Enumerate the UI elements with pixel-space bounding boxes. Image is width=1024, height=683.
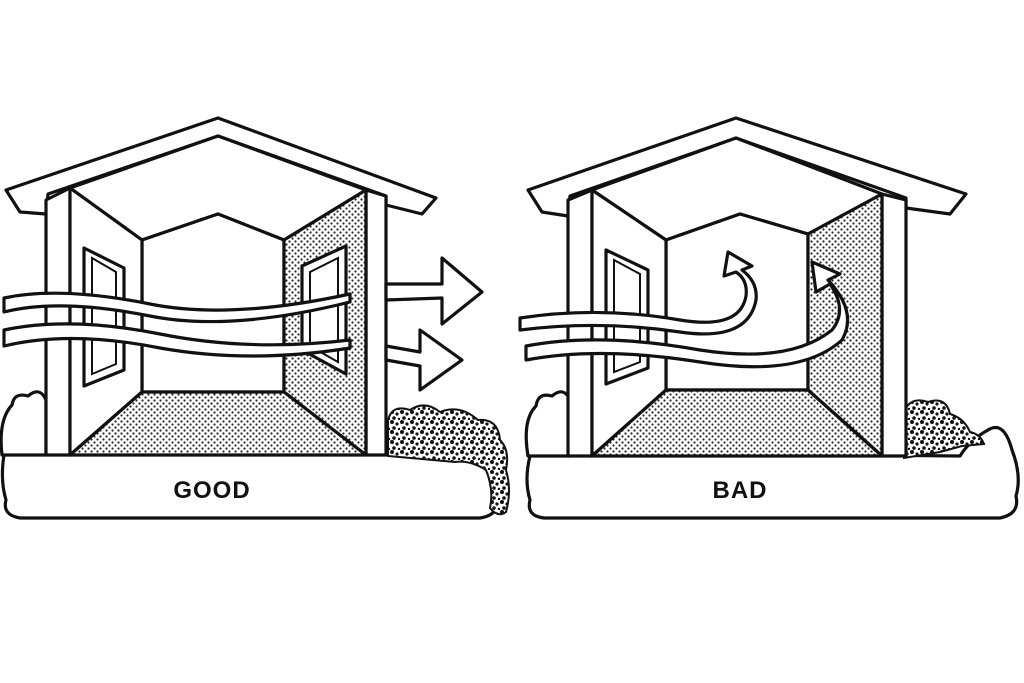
airflow-curl-lower xyxy=(524,260,850,369)
exit-arrow-bottom xyxy=(384,328,464,392)
bad-panel: BAD xyxy=(518,116,1020,520)
good-label: GOOD xyxy=(173,477,250,504)
ground-slab xyxy=(0,449,501,520)
house-outer-wall-right xyxy=(880,192,908,458)
right-bush xyxy=(387,404,510,516)
floor xyxy=(68,390,368,457)
airflow-stream-bottom xyxy=(2,322,352,358)
ground-slab xyxy=(525,425,1020,520)
back-wall xyxy=(140,212,286,394)
house-outer-wall-right xyxy=(364,188,388,457)
house-outer-wall-left xyxy=(44,186,72,457)
airflow-curl-upper xyxy=(518,250,758,336)
airflow-stream-top xyxy=(2,291,352,324)
left-shrub xyxy=(524,390,572,458)
good-panel: GOOD xyxy=(0,116,510,520)
roof xyxy=(526,116,968,218)
left-shrub xyxy=(0,390,48,457)
exit-arrow-top xyxy=(384,256,484,326)
left-window xyxy=(82,246,126,388)
floor xyxy=(590,388,884,458)
bad-label: BAD xyxy=(713,477,768,504)
right-bush xyxy=(903,399,986,460)
